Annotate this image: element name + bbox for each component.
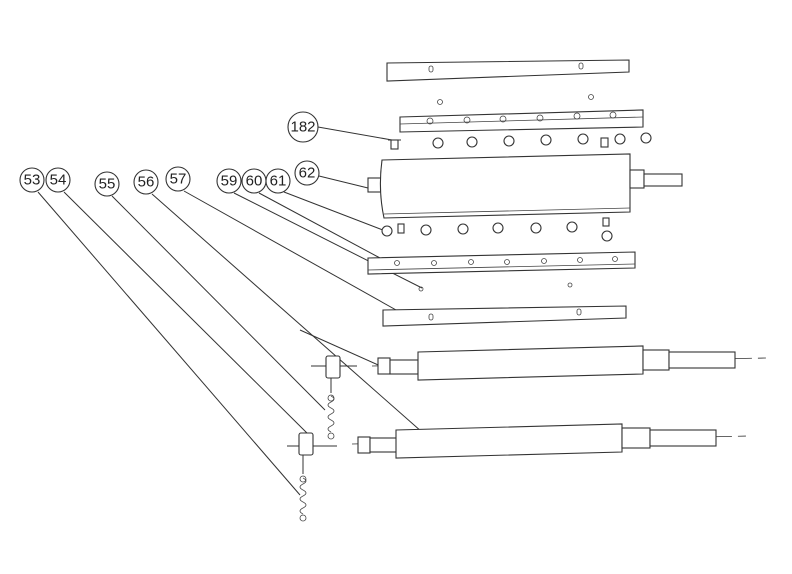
lower-shaft — [351, 423, 751, 459]
svg-text:56: 56 — [138, 174, 155, 191]
svg-text:54: 54 — [50, 172, 67, 189]
callout-56: 56 — [133, 169, 159, 195]
callout-182: 182 — [287, 111, 319, 143]
bottom-flat-bar — [382, 305, 627, 327]
lower-channel-bar — [367, 251, 636, 275]
upper-bracket-spring — [311, 355, 357, 440]
callout-53: 53 — [19, 167, 45, 193]
svg-text:182: 182 — [290, 119, 315, 136]
callout-62: 62 — [294, 160, 320, 186]
callout-61: 61 — [265, 168, 291, 194]
svg-text:62: 62 — [299, 165, 316, 182]
callout-59: 59 — [216, 168, 242, 194]
svg-text:59: 59 — [221, 173, 238, 190]
upper-shaft — [371, 345, 767, 381]
callout-57: 57 — [165, 166, 191, 192]
callout-54: 54 — [45, 167, 71, 193]
svg-text:61: 61 — [270, 173, 287, 190]
svg-text:55: 55 — [99, 176, 116, 193]
upper-nozzles — [388, 132, 652, 150]
callout-55: 55 — [94, 171, 120, 197]
callouts: 53 54 55 56 57 59 60 61 — [19, 111, 320, 197]
svg-text:60: 60 — [246, 173, 263, 190]
callout-60: 60 — [241, 168, 267, 194]
upper-channel-bar — [399, 109, 644, 133]
svg-text:53: 53 — [24, 172, 41, 189]
main-tube — [367, 153, 683, 219]
svg-text:57: 57 — [170, 171, 187, 188]
leader-lines — [37, 126, 423, 496]
lower-nozzles — [381, 217, 613, 242]
lower-bracket-spring — [287, 432, 337, 522]
top-flat-bar — [386, 59, 630, 82]
